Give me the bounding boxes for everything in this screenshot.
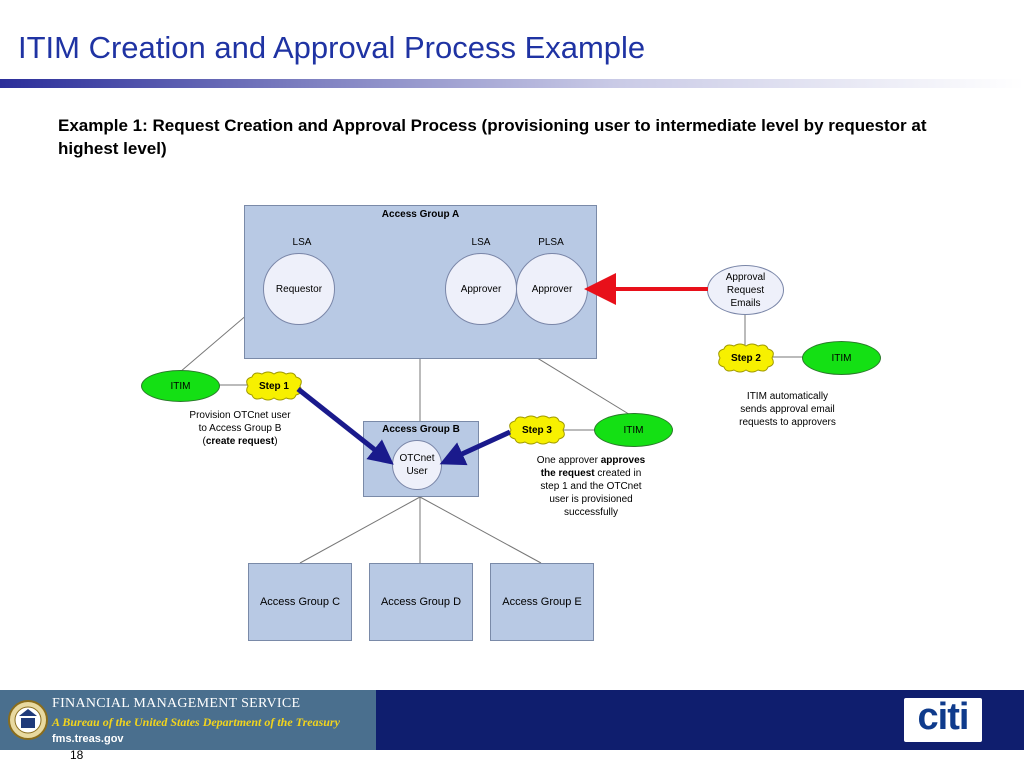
step-3-note: One approver approves the request create… [512, 454, 670, 519]
otcnet-user-line: OTCnet [399, 453, 435, 464]
itim-node: ITIM [802, 341, 881, 375]
note-bold-text: the request [540, 468, 595, 479]
access-group-c-box: Access Group C [248, 563, 352, 641]
approval-emails-line: Request [726, 284, 765, 296]
note-text: ( [202, 436, 206, 447]
step-3-burst-icon [509, 415, 565, 445]
note-line: step 1 and the OTCnet [540, 481, 642, 492]
access-group-b-label: Access Group B [382, 424, 460, 435]
approval-emails-line: Emails [730, 297, 761, 309]
step-2-note: ITIM automatically sends approval email … [710, 390, 865, 429]
footer-fms-band [0, 690, 376, 750]
note-line: the request created in [512, 467, 670, 480]
approval-emails-line: Approval [725, 271, 766, 283]
note-bold-text: create request [205, 436, 275, 447]
treasury-seal-icon [8, 700, 48, 740]
step-2-label: Step 2 [730, 352, 761, 364]
requestor-node: Requestor [263, 253, 335, 325]
step-2-burst-icon [718, 343, 774, 373]
page-number: 18 [70, 748, 84, 762]
note-text: ) [274, 436, 278, 447]
note-line: One approver approves [512, 454, 670, 467]
note-line: (create request) [160, 435, 320, 448]
otcnet-user-node: OTCnet User [392, 440, 442, 490]
otcnet-user-line: User [406, 466, 428, 477]
note-line: sends approval email [740, 404, 835, 415]
note-line: requests to approvers [739, 417, 836, 428]
itim-node: ITIM [141, 370, 220, 402]
step-3-arrow [439, 429, 512, 466]
access-group-a-label: Access Group A [381, 209, 460, 220]
page-title: ITIM Creation and Approval Process Examp… [18, 30, 646, 65]
note-bold-text: approves [600, 455, 646, 466]
note-line: user is provisioned [549, 494, 633, 505]
role-plsa-label: PLSA [538, 237, 564, 248]
step-1-label: Step 1 [258, 380, 289, 392]
note-line: to Access Group B [198, 423, 282, 434]
footer-org-name: FINANCIAL MANAGEMENT SERVICE [52, 696, 301, 711]
approver-node: Approver [516, 253, 588, 325]
approval-request-emails-node: Approval Request Emails [707, 265, 784, 315]
note-line: ITIM automatically [746, 391, 829, 402]
note-line: Provision OTCnet user [189, 410, 291, 421]
access-group-d-box: Access Group D [369, 563, 473, 641]
role-lsa-label: LSA [292, 237, 312, 248]
citi-logo: citi [917, 696, 970, 738]
step-1-note: Provision OTCnet user to Access Group B … [160, 409, 320, 448]
title-divider [0, 79, 1024, 88]
citi-logo-panel [904, 698, 982, 742]
footer-org-url[interactable]: fms.treas.gov [52, 733, 124, 745]
note-line: successfully [564, 507, 618, 518]
access-group-e-box: Access Group E [490, 563, 594, 641]
itim-node: ITIM [594, 413, 673, 447]
step-3-label: Step 3 [521, 424, 552, 436]
diagram-subtitle: Example 1: Request Creation and Approval… [58, 116, 927, 158]
footer-org-tagline: A Bureau of the United States Department… [52, 715, 340, 729]
role-lsa-label: LSA [471, 237, 491, 248]
step-1-burst-icon [246, 371, 302, 401]
note-text: created in [594, 468, 642, 479]
step-1-arrow [296, 387, 394, 465]
note-text: One approver [536, 455, 601, 466]
